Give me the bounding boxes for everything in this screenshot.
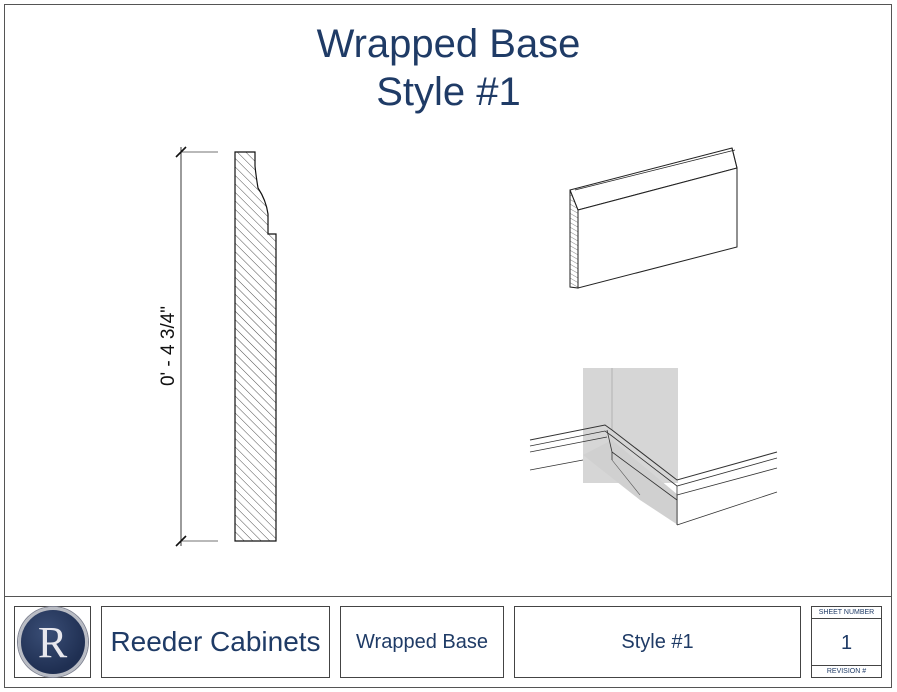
dimension-line [175, 146, 218, 547]
company-name: Reeder Cabinets [101, 606, 330, 678]
logo-box: R [14, 606, 91, 678]
sheet-title: Wrapped Base [316, 22, 581, 66]
sheet-subtitle: Style #1 [376, 70, 521, 114]
base-isometric-view [569, 147, 738, 289]
sheet-number-label: SHEET NUMBER [812, 607, 881, 619]
logo-letter: R [37, 617, 68, 667]
drawing-name: Wrapped Base [340, 606, 504, 678]
corner-perspective-view [529, 368, 778, 526]
drawing-area: 0' - 4 3/4" [158, 146, 778, 547]
company-logo: R [17, 607, 88, 677]
sheet-number: 1 [840, 632, 853, 654]
titleblock-divider [4, 596, 892, 597]
sheet-border [4, 4, 892, 688]
dimension-label: 0' - 4 3/4" [158, 306, 179, 386]
style-label: Style #1 [514, 606, 801, 678]
sheet-number-box: SHEET NUMBER 1 REVISION # [811, 606, 882, 678]
revision-label: REVISION # [812, 665, 881, 677]
base-profile-section [234, 151, 277, 542]
